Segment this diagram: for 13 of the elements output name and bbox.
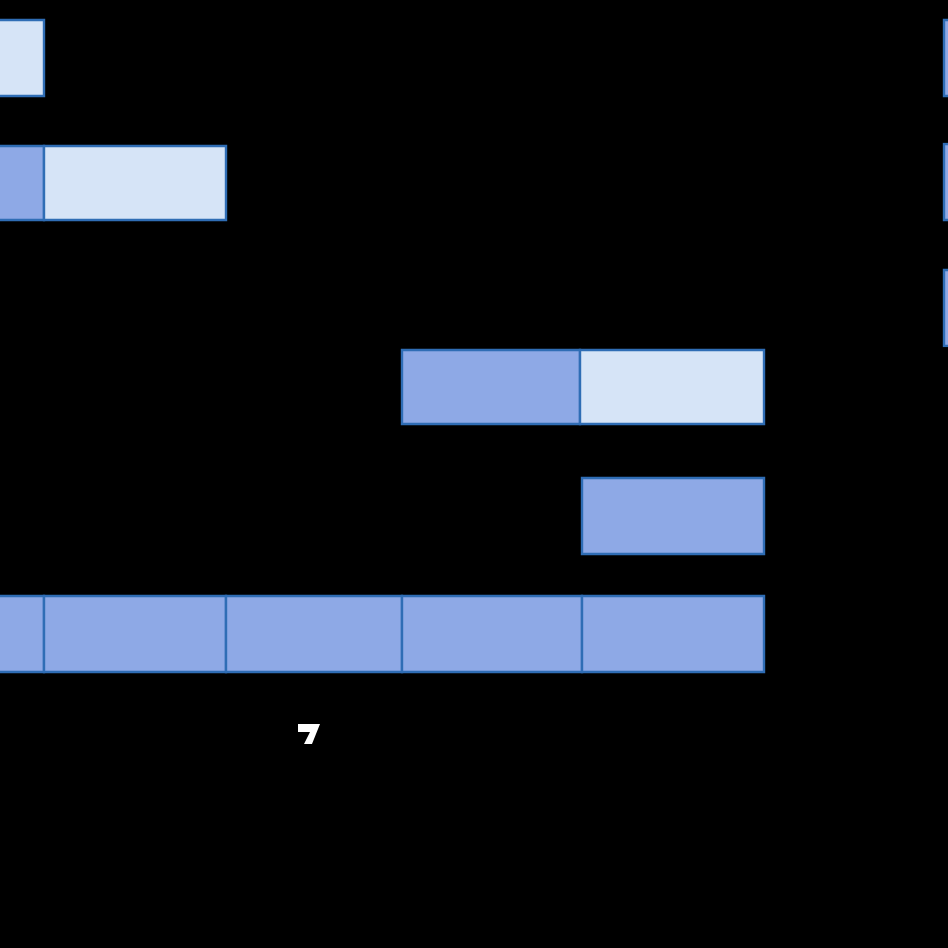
timeline-box — [942, 268, 948, 348]
timeline-box — [0, 594, 46, 674]
timeline-box — [580, 594, 766, 674]
timeline-box — [224, 594, 404, 674]
timeline-box — [580, 476, 766, 556]
timeline-box — [942, 142, 948, 222]
timeline-box — [400, 348, 582, 426]
timeline-box — [578, 348, 766, 426]
timeline-box — [42, 144, 228, 222]
timeline-box — [0, 144, 46, 222]
timeline-box — [400, 594, 584, 674]
timeline-box — [0, 18, 46, 98]
timeline-box — [942, 18, 948, 98]
